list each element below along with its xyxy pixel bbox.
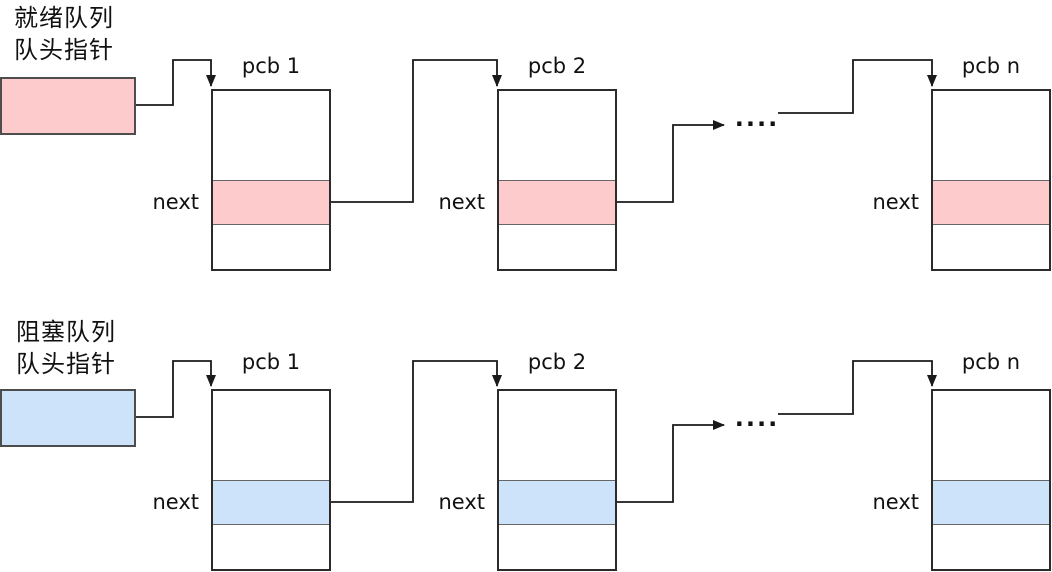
pcb-field-bottom [213, 525, 329, 569]
ready-head-pointer-box [0, 77, 136, 135]
next-label: next [438, 490, 485, 514]
pcb-box [211, 89, 331, 271]
pcb-box [211, 389, 331, 571]
wire-ready-head-to-pcb1 [136, 59, 216, 106]
pcb-field-top [499, 91, 615, 181]
pcb-field-bottom [213, 225, 329, 269]
next-label: next [152, 190, 199, 214]
pcb-field-next [499, 481, 615, 525]
pcb-field-top [499, 391, 615, 481]
pcb-field-bottom [933, 225, 1049, 269]
next-label: next [872, 490, 919, 514]
blocked-head-pointer-box [0, 389, 136, 447]
pcb-box [931, 89, 1051, 271]
pcb-title: pcb 2 [527, 350, 587, 374]
wire-ready-pcb2-to-ellipsis [617, 120, 725, 203]
pcb-field-next [933, 481, 1049, 525]
pcb-field-top [213, 91, 329, 181]
wire-blocked-pcb1-to-pcb2 [331, 360, 502, 503]
ready-queue-label: 就绪队列 队头指针 [14, 4, 114, 64]
pcb-box [931, 389, 1051, 571]
next-label: next [872, 190, 919, 214]
pcb-title: pcb 2 [527, 54, 587, 78]
pcb-title: pcb 1 [241, 54, 301, 78]
pcb-field-next [499, 181, 615, 225]
ellipsis: .... [734, 404, 780, 432]
pcb-field-bottom [499, 225, 615, 269]
pcb-title: pcb 1 [241, 350, 301, 374]
wire-ready-pcb1-to-pcb2 [331, 59, 502, 203]
wire-ready-ellipsis-to-pcbn [778, 59, 937, 114]
pcb-field-top [933, 391, 1049, 481]
pcb-field-next [213, 181, 329, 225]
wire-blocked-ellipsis-to-pcbn [778, 360, 937, 415]
ellipsis: .... [734, 104, 780, 132]
pcb-field-bottom [499, 525, 615, 569]
pcb-field-top [933, 91, 1049, 181]
pcb-box [497, 89, 617, 271]
pcb-field-next [213, 481, 329, 525]
pcb-title: pcb n [961, 350, 1021, 374]
pcb-field-next [933, 181, 1049, 225]
pcb-field-bottom [933, 525, 1049, 569]
wire-blocked-pcb2-to-ellipsis [617, 420, 725, 503]
next-label: next [152, 490, 199, 514]
wire-blocked-head-to-pcb1 [136, 360, 216, 418]
pcb-box [497, 389, 617, 571]
pcb-field-top [213, 391, 329, 481]
next-label: next [438, 190, 485, 214]
pcb-title: pcb n [961, 54, 1021, 78]
blocked-queue-label: 阻塞队列 队头指针 [16, 318, 116, 378]
